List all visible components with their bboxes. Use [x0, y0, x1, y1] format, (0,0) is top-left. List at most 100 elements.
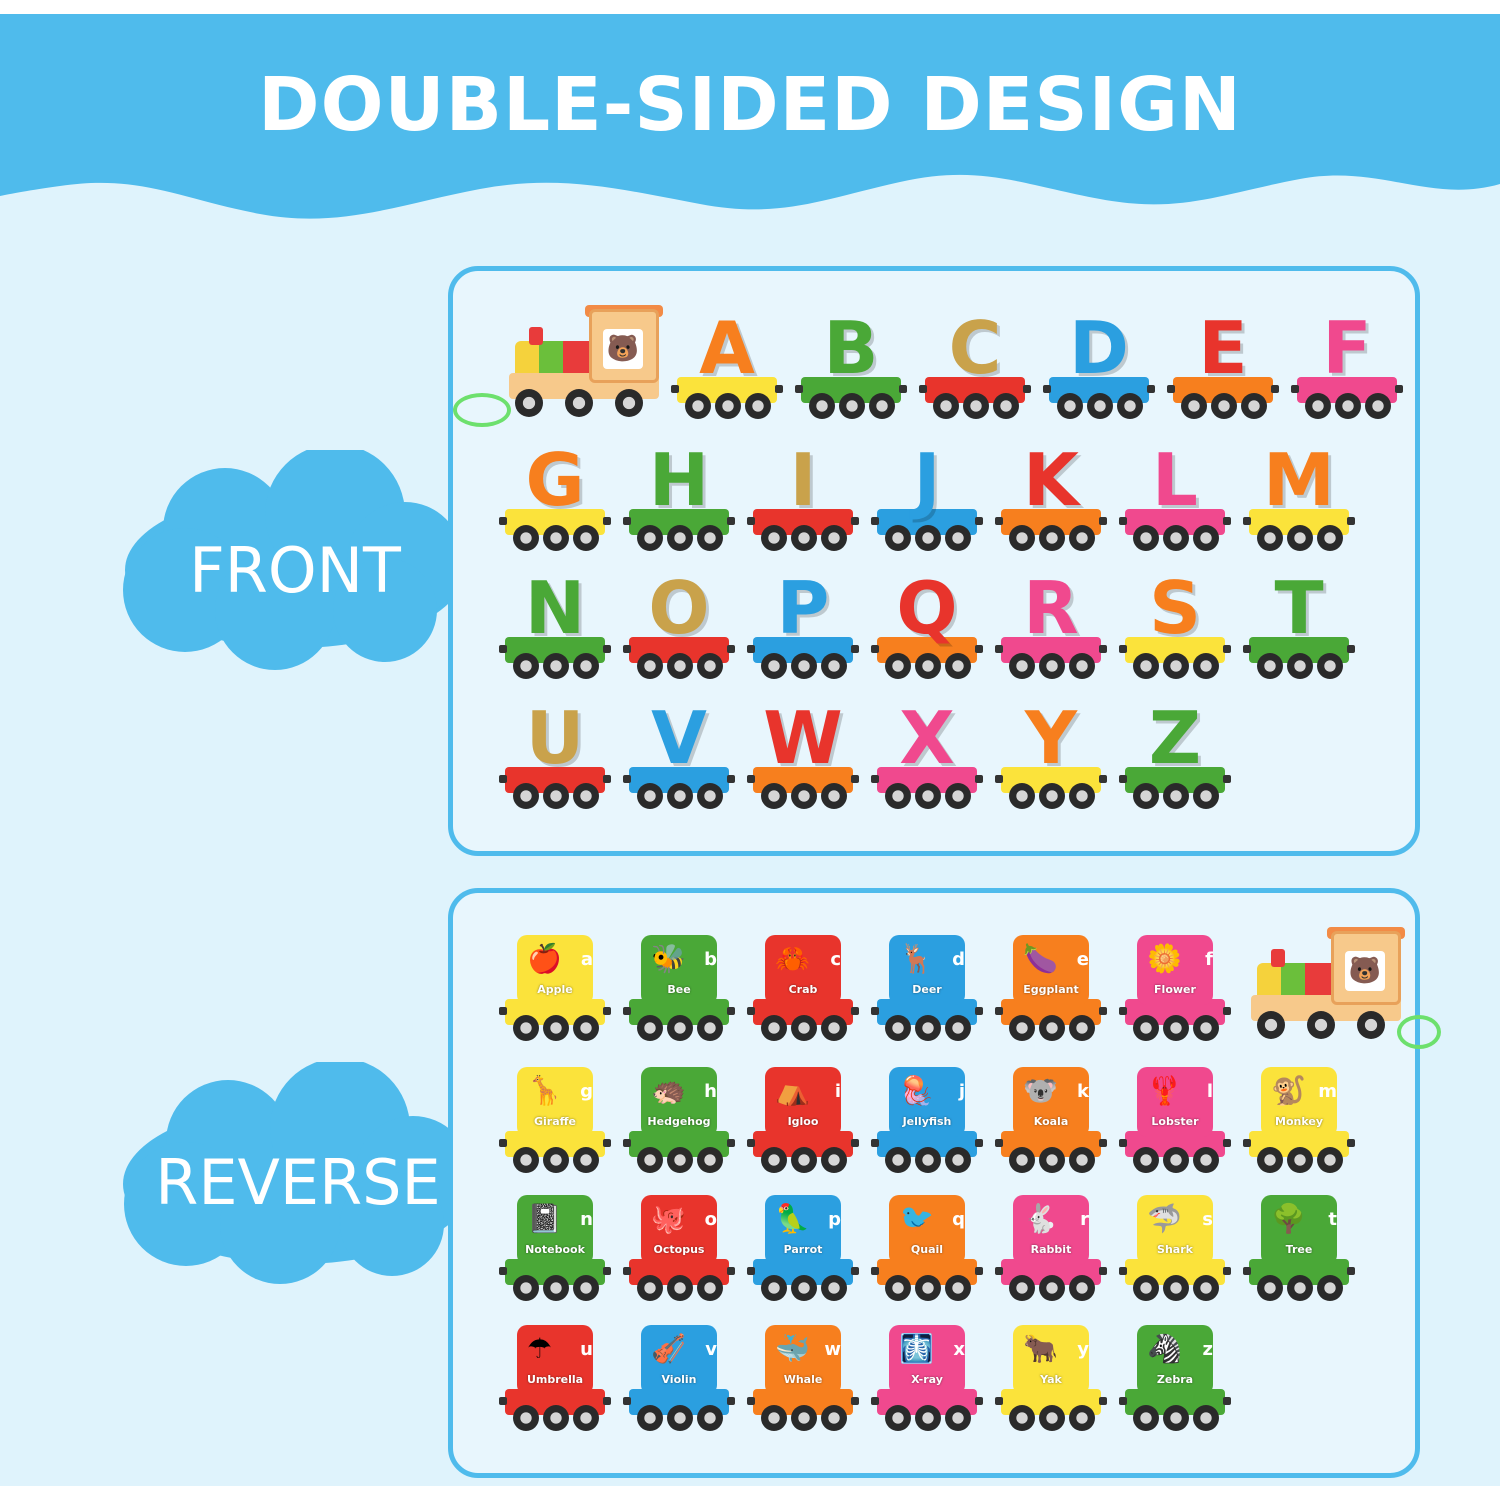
lowercase-letter: a — [580, 949, 593, 970]
word-label: Rabbit — [1030, 1243, 1072, 1256]
coupler — [727, 645, 735, 653]
coupler — [727, 1007, 735, 1015]
letter-car: X — [871, 696, 983, 821]
letter-block: M — [1263, 438, 1335, 522]
coupler — [851, 1007, 859, 1015]
coupler — [727, 1397, 735, 1405]
wheel — [1133, 1147, 1159, 1173]
wheel — [761, 525, 787, 551]
wheel — [513, 1015, 539, 1041]
wheel — [543, 1405, 569, 1431]
wheel — [1057, 393, 1083, 419]
letter-block-reverse — [1137, 1325, 1213, 1395]
letter-car: O — [623, 571, 735, 691]
wheel — [1133, 783, 1159, 809]
coupler — [851, 1397, 859, 1405]
lowercase-letter: o — [704, 1209, 717, 1230]
wheel — [945, 653, 971, 679]
wheel — [821, 525, 847, 551]
coupler — [851, 775, 859, 783]
wheel — [963, 393, 989, 419]
wheel — [915, 653, 941, 679]
engineer-bear-icon: 🐻 — [1345, 951, 1385, 991]
letter-block-reverse — [889, 1325, 965, 1395]
coupler — [1099, 775, 1107, 783]
wheel — [915, 1275, 941, 1301]
letter-block-reverse — [517, 1067, 593, 1137]
wheel — [915, 783, 941, 809]
letter-car: F — [1291, 311, 1403, 431]
wheel — [565, 389, 593, 417]
wheel — [515, 389, 543, 417]
letter-block: X — [899, 696, 955, 780]
coupler — [1119, 645, 1127, 653]
word-label: Flower — [1154, 983, 1196, 996]
apple-icon: 🍎 — [527, 942, 562, 975]
lowercase-letter: i — [834, 1081, 841, 1102]
lowercase-letter: s — [1202, 1209, 1213, 1230]
wheel — [791, 1275, 817, 1301]
letter-block: Y — [1024, 696, 1078, 780]
wheel — [945, 1405, 971, 1431]
letter-block-reverse — [641, 1195, 717, 1265]
letter-car: V — [623, 701, 735, 821]
hedgehog-icon: 🦔 — [651, 1074, 686, 1107]
page-title: DOUBLE-SIDED DESIGN — [258, 62, 1242, 148]
coupler — [603, 645, 611, 653]
wheel — [1039, 783, 1065, 809]
wheel — [1193, 1275, 1219, 1301]
wheel — [667, 1147, 693, 1173]
front-label: FRONT — [189, 534, 401, 607]
coupler — [1119, 775, 1127, 783]
letter-block-reverse — [517, 1325, 593, 1395]
wheel — [791, 653, 817, 679]
wheel — [1241, 393, 1267, 419]
wheel — [1087, 393, 1113, 419]
letter-block: N — [524, 566, 586, 650]
coupler — [871, 775, 879, 783]
wheel — [791, 1147, 817, 1173]
lowercase-letter: q — [952, 1209, 965, 1230]
engineer-bear-icon: 🐻 — [603, 329, 643, 369]
wheel — [885, 1147, 911, 1173]
lowercase-letter: t — [1328, 1209, 1337, 1230]
notebook-icon: 📓 — [527, 1202, 562, 1235]
coupler — [603, 1139, 611, 1147]
wheel — [933, 393, 959, 419]
coupler — [795, 385, 803, 393]
coupler — [871, 1397, 879, 1405]
coupler — [499, 1139, 507, 1147]
coupler — [1223, 645, 1231, 653]
locomotive-smokestack — [1271, 949, 1285, 967]
lowercase-letter: m — [1318, 1081, 1337, 1102]
lowercase-letter: y — [1077, 1339, 1089, 1360]
letter-block-reverse — [765, 1325, 841, 1395]
lowercase-letter: r — [1080, 1209, 1089, 1230]
coupler — [1119, 517, 1127, 525]
reverse-cloud-badge: REVERSE — [108, 1058, 488, 1288]
word-label: Hedgehog — [647, 1115, 711, 1128]
wheel — [1317, 1147, 1343, 1173]
letter-block: S — [1149, 566, 1201, 650]
wheel — [513, 653, 539, 679]
coupler — [1223, 1397, 1231, 1405]
wheel — [697, 1147, 723, 1173]
coupler — [1119, 1267, 1127, 1275]
letter-block-reverse — [641, 935, 717, 1005]
wheel — [667, 1275, 693, 1301]
wheel — [1069, 783, 1095, 809]
letter-block: J — [913, 438, 941, 522]
wheel — [543, 1275, 569, 1301]
wheel — [885, 525, 911, 551]
letter-car: T — [1243, 571, 1355, 691]
wheel — [869, 393, 895, 419]
wheel — [1163, 1405, 1189, 1431]
wheel — [821, 1275, 847, 1301]
wheel — [1287, 525, 1313, 551]
wheel — [697, 1015, 723, 1041]
coupler — [1099, 517, 1107, 525]
letter-car: K — [995, 443, 1107, 563]
